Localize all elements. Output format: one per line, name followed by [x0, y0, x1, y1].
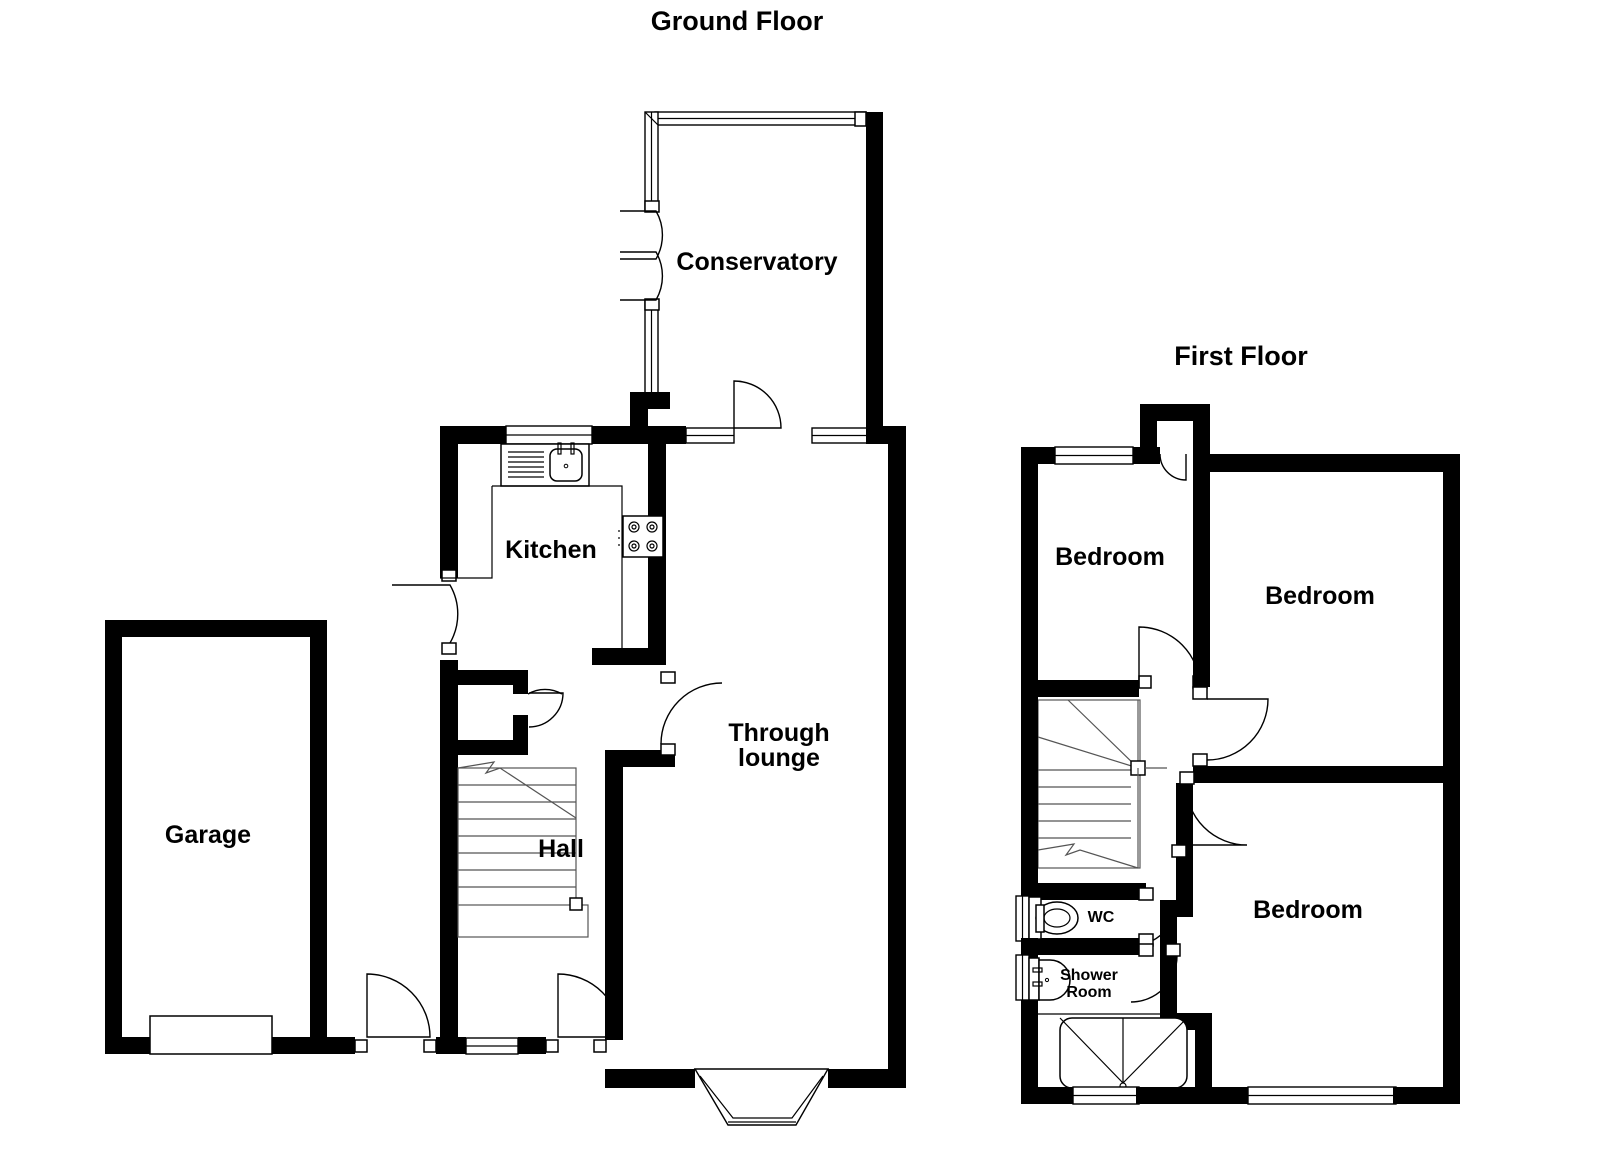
wc-south-wall: [1021, 938, 1146, 955]
bed3-south-wall-right: [1393, 1087, 1460, 1104]
garage: [105, 620, 327, 1055]
bedroom1-window: [1054, 446, 1134, 465]
bed2-west-wall: [1193, 454, 1210, 687]
kitchen-units-edge: [492, 485, 623, 648]
south-wall-b: [436, 1037, 466, 1054]
kitchen-west-wall: [440, 426, 458, 578]
first-floor-staircase: [1037, 699, 1167, 869]
lounge-window-1: [685, 427, 735, 444]
shower-room-window: [1015, 954, 1030, 1001]
room-label-garage: Garage: [165, 821, 251, 849]
airing-cupboard-door[interactable]: [1159, 453, 1187, 481]
room-label-bedroom-2: Bedroom: [1265, 582, 1375, 610]
lounge-east-wall: [888, 426, 906, 1086]
kitchen-window: [505, 425, 593, 445]
room-label-conservatory: Conservatory: [676, 248, 837, 276]
lounge-west-wall: [605, 750, 623, 1040]
first-floor-title: First Floor: [1174, 341, 1308, 371]
lounge-south-wall-right: [828, 1069, 906, 1088]
hall-lounge-door[interactable]: [660, 671, 723, 756]
bed3-west-wall-upper: [1176, 783, 1193, 903]
kitchen-hob: [618, 515, 664, 558]
bed3-south-wall-left: [1195, 1087, 1255, 1104]
conservatory-south-wall-left: [630, 392, 670, 409]
bed2-north-wall: [1210, 454, 1460, 472]
bed3-east-wall: [1443, 774, 1460, 1104]
bed2-south-wall: [1193, 766, 1460, 783]
lounge-south-wall-left: [605, 1069, 695, 1088]
wc-north-wall: [1021, 883, 1146, 900]
front-door-left[interactable]: [354, 973, 437, 1053]
front-door-right[interactable]: [545, 973, 622, 1053]
ground-floor-plan: Conservatory: [105, 111, 906, 1126]
landing-window-bottom: [1072, 1086, 1140, 1105]
room-label-shower-room-line2: Room: [1066, 984, 1111, 1001]
kitchen-sink-unit: [500, 442, 590, 487]
bed1-west-wall: [1021, 447, 1038, 687]
conservatory-east-wall: [866, 112, 883, 442]
room-label-shower-room-line1: Shower: [1060, 967, 1118, 984]
kitchen-worktop-edge: [440, 486, 493, 579]
south-wall-c: [518, 1037, 546, 1054]
bay-window: [693, 1068, 830, 1126]
airing-cupboard: [1140, 404, 1210, 481]
kitchen-door[interactable]: [392, 569, 459, 655]
landing-west-wall: [1021, 687, 1038, 883]
conservatory-double-door[interactable]: [620, 210, 664, 301]
toilet: [1028, 896, 1079, 940]
hall-west-wall: [440, 660, 458, 1040]
first-floor-plan: Bedroom Bedroom: [1015, 404, 1460, 1105]
shower-tray: [1059, 1017, 1188, 1090]
room-label-hall: Hall: [538, 835, 584, 863]
shower-south-wall-left: [1021, 1087, 1077, 1104]
bedroom3-window: [1247, 1086, 1397, 1105]
bed3-west-wall-lower: [1160, 900, 1177, 1030]
room-label-through-lounge-line1: Through: [728, 719, 829, 747]
wc-window: [1015, 895, 1030, 942]
lounge-north-wall-a: [648, 426, 686, 444]
shower-room-door[interactable]: [1130, 943, 1181, 1003]
landing-north-wall: [1038, 680, 1139, 697]
conservatory-lounge-door[interactable]: [733, 380, 782, 429]
room-label-bedroom-3: Bedroom: [1253, 896, 1363, 924]
ground-floor-title: Ground Floor: [651, 6, 824, 36]
lounge-north-inner-wall: [605, 750, 675, 767]
ground-staircase: [457, 761, 589, 938]
wash-basin: [1028, 957, 1071, 1001]
hall-window: [465, 1037, 519, 1055]
room-label-wc: WC: [1088, 909, 1115, 926]
bed3-west-wall-bottom: [1195, 1013, 1212, 1103]
room-label-bedroom-1: Bedroom: [1055, 543, 1165, 571]
south-wall-a: [327, 1037, 355, 1054]
room-label-through-lounge-line2: lounge: [738, 744, 820, 772]
shower-south-wall-right: [1136, 1087, 1196, 1104]
bed1-north-wall-right: [1133, 447, 1157, 464]
bedroom2-door[interactable]: [1192, 686, 1269, 767]
bedroom3-door[interactable]: [1171, 771, 1248, 858]
bed2-east-wall: [1443, 454, 1460, 774]
lounge-window-2: [811, 427, 869, 444]
under-stairs-cupboard: [458, 670, 564, 755]
room-label-kitchen: Kitchen: [505, 536, 597, 564]
kitchen-south-wall: [592, 648, 666, 665]
